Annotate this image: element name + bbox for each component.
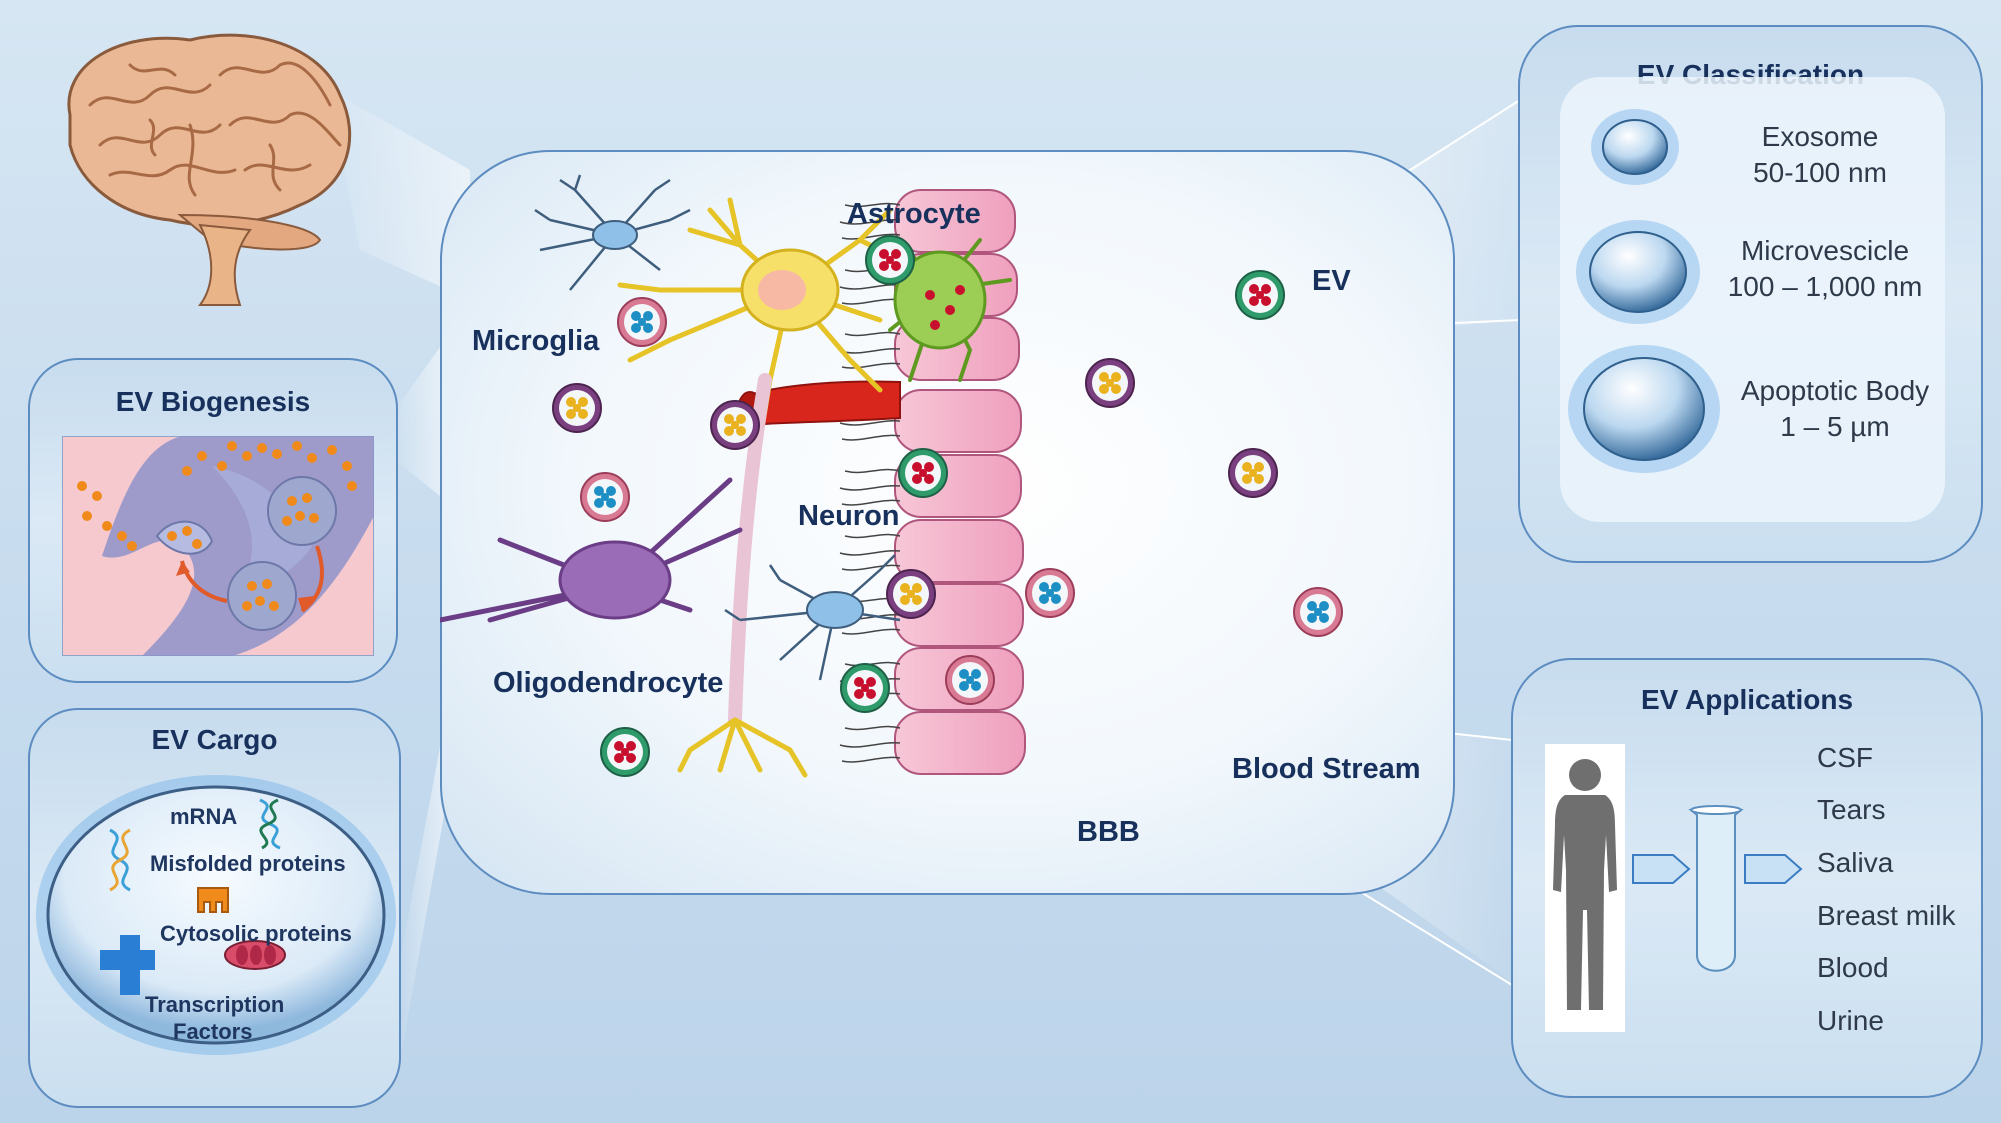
bbb-fibers xyxy=(839,202,901,763)
label-blood-stream: Blood Stream xyxy=(1232,753,1421,785)
microvesicle-size: 100 – 1,000 nm xyxy=(1727,271,1923,302)
label-astrocyte: Astrocyte xyxy=(847,198,981,230)
label-ev: EV xyxy=(1312,265,1351,297)
ev-blue-1 xyxy=(617,297,667,347)
cargo-vesicle xyxy=(36,775,396,1055)
ev-yellow-1 xyxy=(552,383,602,433)
ev-applications-panel: EV Applications CSF Tears Saliva Breast … xyxy=(1511,658,1983,1098)
ev-red-3 xyxy=(898,448,948,498)
ev-red-5 xyxy=(600,727,650,777)
label-bbb: BBB xyxy=(1077,816,1140,848)
test-tube-icon xyxy=(1688,809,1744,972)
ev-red-1 xyxy=(865,235,915,285)
oligodendrocyte-cell xyxy=(440,477,743,623)
microglia-cell-bottom xyxy=(724,554,901,681)
exosome-size: 50-100 nm xyxy=(1753,157,1887,188)
application-csf: CSF xyxy=(1817,742,1873,773)
central-scene-illustration xyxy=(440,174,1343,778)
label-oligodendrocyte: Oligodendrocyte xyxy=(493,667,724,699)
application-breast-milk: Breast milk xyxy=(1817,900,1956,931)
cargo-cytosolic-label: Cytosolic proteins xyxy=(160,921,352,946)
apoptotic-body-name: Apoptotic Body xyxy=(1740,375,1930,406)
microvesicle-name: Microvescicle xyxy=(1740,235,1910,266)
ev-yellow-4 xyxy=(1228,448,1278,498)
exosome-sphere xyxy=(1602,119,1668,175)
ev-yellow-3 xyxy=(1085,358,1135,408)
application-tears: Tears xyxy=(1817,794,1886,825)
applications-illustration xyxy=(1553,759,1803,1010)
ev-yellow-5 xyxy=(886,569,936,619)
ev-cargo-panel: EV Cargo mRNA Misfolded proteins Cytoso xyxy=(28,708,401,1108)
microvesicle-label: Microvescicle 100 – 1,000 nm xyxy=(1705,233,1945,305)
ev-red-4 xyxy=(840,663,890,713)
cargo-transcription-label: Transcription xyxy=(145,992,285,1017)
label-microglia: Microglia xyxy=(472,325,600,357)
ev-cargo-title: EV Cargo xyxy=(151,724,278,755)
ev-size-spheres xyxy=(1568,109,1720,473)
exosome-name: Exosome xyxy=(1761,121,1879,152)
cargo-misfolded-label: Misfolded proteins xyxy=(150,851,346,876)
cargo-factors-label: Factors xyxy=(173,1019,253,1044)
ev-blue-4 xyxy=(945,655,995,705)
arrow-right-icon-1 xyxy=(1632,854,1691,884)
arrow-right-icon-2 xyxy=(1744,854,1803,884)
label-neuron: Neuron xyxy=(798,500,900,532)
ev-blue-5 xyxy=(1293,587,1343,637)
ev-biogenesis-panel: EV Biogenesis xyxy=(28,358,398,683)
microglia-cell-top xyxy=(534,174,691,291)
ev-red-2 xyxy=(1235,270,1285,320)
application-saliva: Saliva xyxy=(1817,847,1894,878)
application-urine: Urine xyxy=(1817,1005,1884,1036)
ev-yellow-2 xyxy=(710,400,760,450)
human-silhouette-icon xyxy=(1553,759,1617,1010)
apoptotic-sphere xyxy=(1583,357,1705,461)
microvesicle-sphere xyxy=(1589,231,1687,313)
exosome-label: Exosome 50-100 nm xyxy=(1720,119,1920,191)
ev-blue-3 xyxy=(1025,568,1075,618)
application-blood: Blood xyxy=(1817,952,1889,983)
apoptotic-body-size: 1 – 5 µm xyxy=(1780,411,1890,442)
biogenesis-illustration xyxy=(62,436,374,656)
ev-biogenesis-title: EV Biogenesis xyxy=(115,386,311,417)
ev-applications-title: EV Applications xyxy=(1640,684,1854,715)
blood-vessel xyxy=(749,380,901,427)
brain-illustration xyxy=(67,33,352,306)
cargo-mrna-label: mRNA xyxy=(170,804,238,829)
apoptotic-body-label: Apoptotic Body 1 – 5 µm xyxy=(1720,373,1950,445)
ev-blue-2 xyxy=(580,472,630,522)
ev-classification-panel: EV Classification Exosome 50-100 nm Micr… xyxy=(1518,25,1983,563)
